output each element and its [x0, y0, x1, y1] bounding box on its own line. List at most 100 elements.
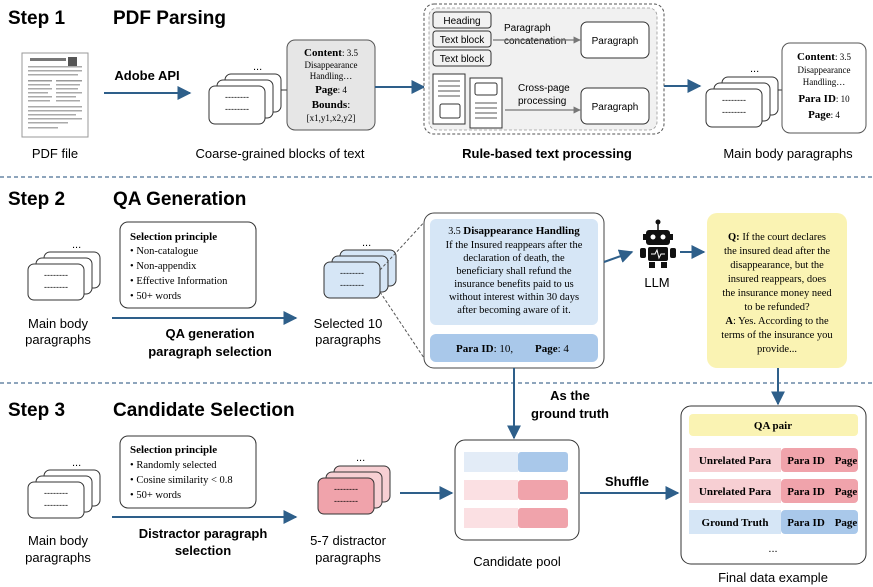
pdf-file-icon: [21, 52, 89, 138]
svg-text:Disappearance: Disappearance: [798, 65, 851, 75]
svg-text:Page: 4: Page: 4: [315, 84, 347, 96]
coarse-block-stack: ... -------- --------: [208, 61, 282, 125]
svg-text:--------: --------: [44, 270, 68, 280]
svg-text:• 50+ words: • 50+ words: [130, 291, 181, 302]
step1-title: Step 1: [8, 8, 65, 29]
main-body-stack: ... -------- --------: [705, 63, 779, 128]
svg-text:Bounds:: Bounds:: [312, 99, 351, 111]
ellipsis: ...: [253, 61, 262, 73]
step3-name: Candidate Selection: [113, 400, 295, 421]
svg-text:...: ...: [72, 457, 81, 469]
svg-text:--------: --------: [44, 282, 68, 292]
llm-label: LLM: [644, 275, 669, 290]
paragraph-detail-card: 3.5 Disappearance Handling If the Insure…: [423, 212, 605, 369]
svg-text:processing: processing: [518, 96, 566, 107]
svg-text:--------: --------: [334, 496, 358, 506]
svg-text:Main body: Main body: [28, 533, 88, 548]
step3-title: Step 3: [8, 400, 65, 421]
svg-text:Page: Page: [835, 455, 858, 467]
svg-text:after becoming aware of it.: after becoming aware of it.: [457, 305, 570, 316]
paragraph-2: Paragraph: [592, 102, 639, 113]
svg-text:Distractor paragraph: Distractor paragraph: [139, 526, 268, 541]
selected-paragraph-stack: ... -------- --------: [323, 237, 397, 299]
svg-text:declaration of death, the: declaration of death, the: [463, 253, 565, 264]
step3-selection-principle: Selection principle • Randomly selected …: [119, 435, 257, 509]
svg-text:• Cosine similarity < 0.8: • Cosine similarity < 0.8: [130, 475, 233, 486]
svg-text:paragraphs: paragraphs: [25, 550, 91, 565]
step2-title: Step 2: [8, 189, 65, 210]
svg-text:--------: --------: [225, 104, 249, 114]
svg-text:Para ID: 10,: Para ID: 10,: [456, 343, 513, 355]
svg-text:Para ID: 10: Para ID: 10: [798, 93, 850, 105]
step2-selection-principle: Selection principle • Non-catalogue • No…: [119, 221, 257, 309]
candidate-pool-label: Candidate pool: [473, 554, 561, 569]
svg-text:Selected 10: Selected 10: [314, 316, 383, 331]
svg-text:...: ...: [72, 239, 81, 251]
main-body-card: Content: 3.5 Disappearance Handling… Par…: [781, 42, 867, 134]
svg-text:paragraph selection: paragraph selection: [148, 344, 272, 359]
svg-text:Unrelated Para: Unrelated Para: [699, 486, 772, 498]
pdf-file-label: PDF file: [32, 146, 78, 161]
svg-text:Selection principle: Selection principle: [130, 444, 217, 456]
svg-text:--------: --------: [225, 92, 249, 102]
svg-text:--------: --------: [44, 500, 68, 510]
robot-icon: [640, 219, 676, 268]
svg-text:Paragraph: Paragraph: [504, 23, 551, 34]
svg-text:QA generation: QA generation: [165, 326, 254, 341]
svg-text:paragraphs: paragraphs: [25, 332, 91, 347]
coarse-block-card: Content: 3.5 Disappearance Handling… Pag…: [286, 39, 376, 131]
text-block-2: Text block: [440, 54, 485, 65]
svg-text:--------: --------: [340, 280, 364, 290]
svg-text:Q: If the court declares: Q: If the court declares: [728, 232, 826, 243]
step3-main-body-stack: ... -------- --------: [27, 457, 101, 519]
svg-text:5-7 distractor: 5-7 distractor: [310, 533, 387, 548]
svg-text:--------: --------: [334, 484, 358, 494]
svg-text:beneficiary shall refund the: beneficiary shall refund the: [456, 266, 571, 277]
to-llm-arrow: [603, 249, 634, 263]
svg-text:terms of the insurance you: terms of the insurance you: [721, 330, 833, 341]
svg-text:concatenation: concatenation: [504, 36, 566, 47]
svg-text:Disappearance: Disappearance: [305, 60, 358, 70]
svg-text:Para ID: Para ID: [787, 517, 825, 529]
rule-caption: Rule-based text processing: [462, 146, 632, 161]
svg-text:A: Yes. According to the: A: Yes. According to the: [725, 316, 829, 327]
svg-text:selection: selection: [175, 543, 231, 558]
svg-text:...: ...: [356, 452, 365, 464]
svg-text:the insured dead after the: the insured dead after the: [724, 246, 830, 257]
svg-text:...: ...: [750, 63, 759, 75]
qa-pair-label: QA pair: [754, 420, 792, 432]
step2-name: QA Generation: [113, 189, 246, 210]
svg-text:paragraphs: paragraphs: [315, 550, 381, 565]
svg-text:provide...: provide...: [757, 344, 797, 355]
svg-text:Ground Truth: Ground Truth: [702, 517, 769, 529]
shuffle-label: Shuffle: [605, 474, 649, 489]
svg-text:Selection principle: Selection principle: [130, 231, 217, 243]
rule-based-box: Heading Text block Text block Paragraph …: [423, 3, 665, 135]
svg-text:...: ...: [362, 237, 371, 249]
svg-text:--------: --------: [44, 488, 68, 498]
svg-text:3.5 Disappearance Handling: 3.5 Disappearance Handling: [448, 225, 580, 237]
paragraph-1: Paragraph: [592, 36, 639, 47]
svg-text:Content: 3.5: Content: 3.5: [304, 47, 358, 59]
svg-text:without interest within 30 day: without interest within 30 days: [449, 292, 579, 303]
svg-text:Para ID: Para ID: [787, 455, 825, 467]
final-data-example: QA pair Unrelated Para Para ID Page Unre…: [680, 405, 867, 565]
svg-text:[x1,y1,x2,y2]: [x1,y1,x2,y2]: [307, 113, 356, 123]
svg-text:Main body: Main body: [28, 316, 88, 331]
svg-text:Page: Page: [835, 486, 858, 498]
svg-text:insured reappears, does: insured reappears, does: [728, 274, 826, 285]
svg-text:Content: 3.5: Content: 3.5: [797, 51, 851, 63]
step2-main-body-stack: ... -------- --------: [27, 239, 101, 301]
qa-card: Q: If the court declares the insured dea…: [707, 213, 847, 368]
svg-text:Page: 4: Page: 4: [535, 343, 569, 355]
svg-text:• 50+ words: • 50+ words: [130, 490, 181, 501]
svg-text:• Non-appendix: • Non-appendix: [130, 261, 197, 272]
step1-name: PDF Parsing: [113, 8, 226, 29]
svg-text:insurance benefits paid to us: insurance benefits paid to us: [454, 279, 574, 290]
svg-text:--------: --------: [722, 107, 746, 117]
candidate-pool: [454, 439, 580, 541]
svg-text:--------: --------: [340, 268, 364, 278]
svg-text:Cross-page: Cross-page: [518, 83, 570, 94]
svg-text:the insurance money need: the insurance money need: [722, 288, 832, 299]
